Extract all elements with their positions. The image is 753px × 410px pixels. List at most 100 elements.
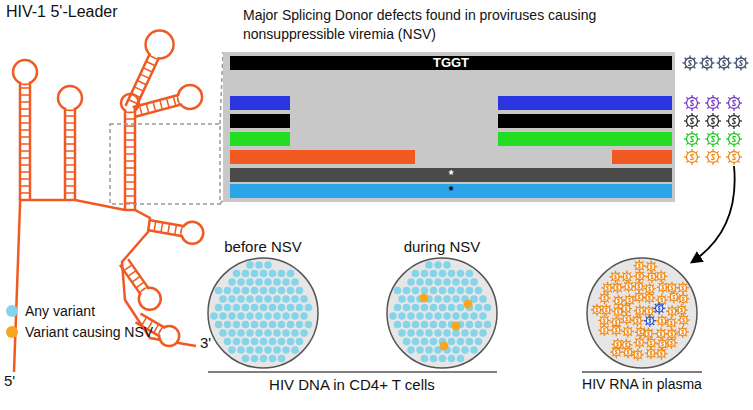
stem-strand [128, 259, 149, 288]
hairpin-loop [178, 85, 202, 109]
legend-text: Any variant [25, 303, 95, 319]
base-pair [140, 74, 149, 78]
base-pair [160, 100, 163, 110]
base-pair [65, 136, 75, 138]
base-pair [20, 87, 30, 89]
sequence-bar [498, 114, 672, 128]
base-pair [65, 192, 75, 194]
base-pair [125, 153, 135, 155]
base-pair [65, 185, 75, 187]
hairpin-loop [159, 326, 179, 346]
sequence-bar [498, 132, 672, 146]
base-pair [154, 221, 156, 231]
legend-entry: Variant causing NSV [6, 324, 153, 340]
sequence-bar [230, 56, 672, 70]
sequence-bar [230, 168, 672, 182]
base-pair [134, 87, 143, 91]
hairpin-loop [146, 31, 174, 59]
base-pair [153, 102, 156, 112]
base-pair [20, 157, 30, 159]
base-pair [20, 143, 30, 145]
sequence-bar [230, 150, 415, 164]
backbone [14, 200, 196, 372]
cell-pool-circle: during NSV [384, 238, 500, 370]
plasma-virions [591, 260, 690, 361]
base-pair [20, 94, 30, 96]
base-pair [125, 181, 135, 183]
base-pair [20, 171, 30, 173]
base-pair [65, 157, 75, 159]
base-pair [154, 324, 159, 333]
stem-strand [147, 230, 182, 236]
cell-pool-circle: before NSV [205, 238, 321, 370]
base-pair [20, 101, 30, 103]
legend-text: Variant causing NSV [25, 324, 153, 340]
stem-strand [149, 220, 184, 226]
loop-gap [22, 81, 29, 84]
base-pair [125, 167, 135, 169]
group-rule [208, 371, 497, 372]
stem-strand [29, 82, 32, 200]
base-pair [125, 174, 135, 176]
stem-strand [134, 110, 137, 210]
group-rule [582, 371, 702, 372]
base-pair [139, 105, 142, 115]
base-pair [128, 100, 137, 104]
virion-icons [683, 56, 749, 166]
sequence-bar [230, 114, 290, 128]
base-pair [137, 81, 146, 85]
base-pair [20, 122, 30, 124]
base-pair [20, 150, 30, 152]
base-pair [20, 136, 30, 138]
pool-outline [384, 238, 500, 370]
cell-dots [210, 261, 312, 362]
base-pair [65, 150, 75, 152]
stem-strand [124, 110, 127, 210]
flow-arrow [692, 166, 735, 262]
defect-panel [223, 52, 675, 202]
pool-heading: before NSV [205, 238, 321, 256]
hairpin-loop [181, 222, 203, 244]
base-pair [125, 146, 135, 148]
base-pair [125, 160, 135, 162]
defect-panel: TGGT**Major Splicing Donor defects found… [223, 6, 675, 202]
hairpin-loop [139, 288, 161, 310]
legend-swatch [6, 305, 18, 317]
base-pair [125, 118, 135, 120]
group-caption: HIV RNA in plasma [582, 376, 702, 392]
bar-label: * [230, 184, 672, 198]
sequence-bar [498, 96, 672, 110]
legend-swatch [6, 326, 18, 338]
loop-gap [151, 54, 157, 57]
loop-gap [183, 228, 184, 235]
sequence-bar [230, 184, 672, 198]
base-pair [175, 225, 177, 235]
base-pair [65, 129, 75, 131]
sequence-bar [612, 150, 672, 164]
base-pair [65, 178, 75, 180]
structure-title: HIV-1 5'-Leader [6, 3, 118, 21]
cell-dots [389, 261, 491, 362]
base-pair [125, 195, 135, 197]
loop-gap [142, 289, 148, 293]
base-pair [125, 132, 135, 134]
base-pair [146, 104, 149, 114]
base-pair [128, 271, 136, 277]
sequence-bar [230, 96, 290, 110]
base-pair [173, 96, 176, 106]
base-pair [161, 223, 163, 233]
base-pair [124, 265, 132, 271]
stem-strand [120, 265, 141, 294]
base-pair [20, 108, 30, 110]
stem-strand [19, 82, 22, 200]
sequence-bar [230, 132, 290, 146]
base-pair [168, 224, 170, 234]
group-caption: HIV DNA in CD4+ T cells [269, 376, 435, 393]
base-pair [20, 129, 30, 131]
base-pair [65, 122, 75, 124]
sequence-bar: * [230, 168, 672, 182]
loop-gap [160, 329, 164, 335]
bar-label: * [230, 168, 672, 182]
hairpin-loop [58, 86, 82, 110]
base-pair [136, 282, 144, 288]
